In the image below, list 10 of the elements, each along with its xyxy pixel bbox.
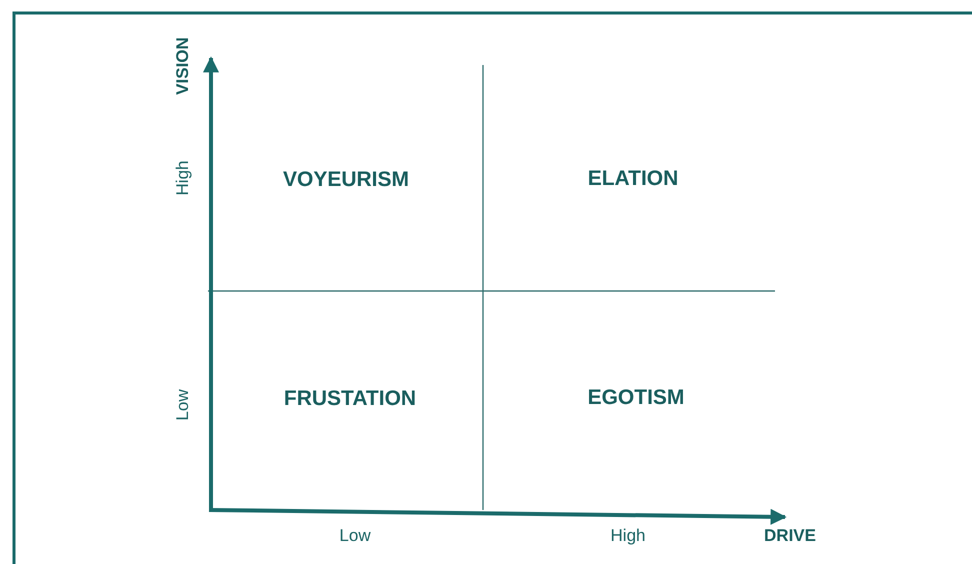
quadrant-label: VOYEURISM (282, 168, 410, 192)
axis-tick-label: Low (173, 389, 193, 421)
axis-title: VISION (173, 37, 193, 95)
quadrant-label: EGOTISM (588, 386, 684, 410)
axis-title: DRIVE (764, 526, 816, 546)
axis-tick-label: High (610, 526, 646, 546)
axis-tick-label: Low (339, 526, 371, 546)
quadrant-label: FRUSTATION (284, 387, 416, 411)
axis-tick-label: High (173, 160, 193, 196)
quadrant-label: ELATION (588, 167, 678, 191)
